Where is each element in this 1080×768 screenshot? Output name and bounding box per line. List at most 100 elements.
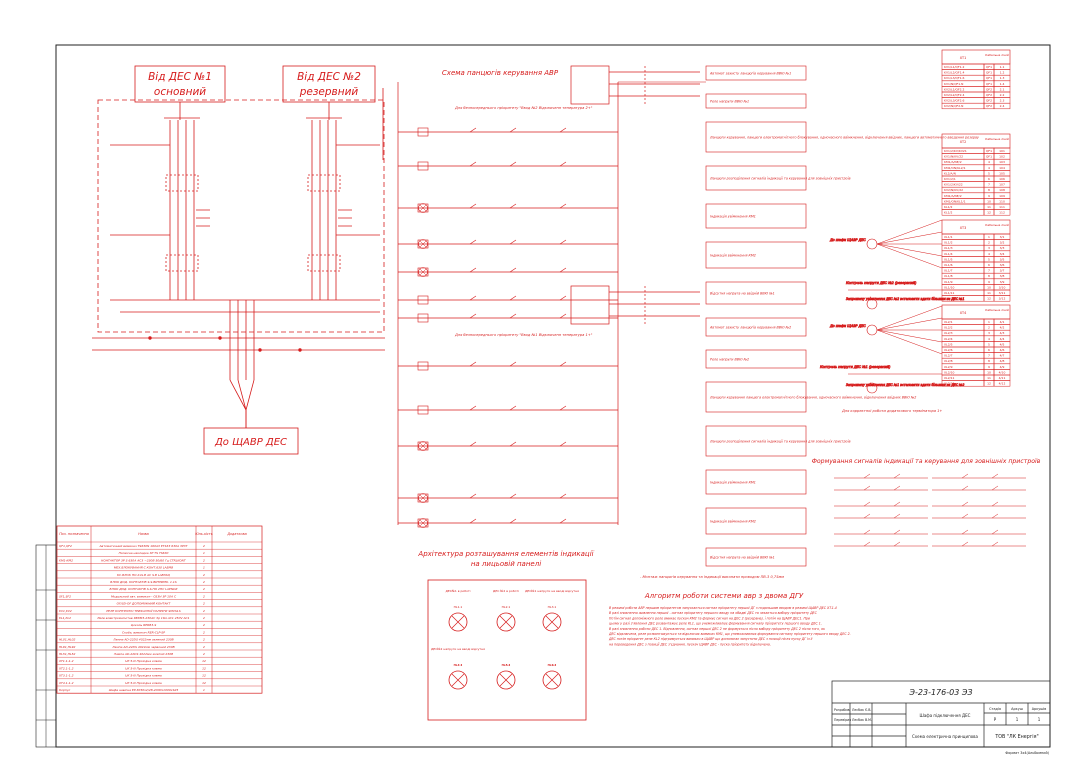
rung-description-text: Реле напруги ВВЮ №2: [710, 357, 749, 361]
terminal-wire: KV1/N/KV/22: [944, 155, 963, 159]
terminal-source: 1: [988, 320, 990, 324]
target-shavr-box: [203, 427, 299, 455]
terminal-number: 105: [999, 171, 1005, 175]
rung-device: [417, 161, 429, 171]
company-name: ТОВ "ЛК Енергія": [994, 734, 1038, 740]
signal-contact: [961, 541, 999, 547]
indicator-lamp-symbol: [418, 493, 428, 503]
external-relay-symbol: [866, 382, 878, 394]
sheets-value: 1: [1038, 717, 1041, 722]
terminal-number: 4/3: [1000, 331, 1005, 335]
indicator-lamp-symbol: [418, 239, 428, 249]
rung-device: [417, 295, 429, 305]
terminal-source: 7: [988, 183, 990, 187]
lamp-tag: HL6.2: [548, 663, 557, 667]
rung-device: [417, 493, 429, 503]
external-wire: [876, 243, 943, 257]
signal-contact: [863, 529, 901, 535]
terminal-wire: XL1/6: [944, 263, 953, 267]
spec-header: Поз. позначення: [59, 532, 89, 536]
rung-contacts: [469, 239, 567, 245]
spec-cell: XT4.1-1.2: [58, 681, 74, 685]
terminal-wire: XL2/6: [944, 348, 953, 352]
rung-contacts: [469, 361, 567, 367]
rung-contacts: [469, 203, 567, 209]
signal-contact: [863, 473, 901, 479]
terminal-source: 11: [987, 291, 991, 295]
terminal-wire: XL2/1: [944, 320, 953, 324]
spec-cell: OF/SD-OF ДОПОМІЖНИЙ КОНТАКТ: [117, 601, 172, 606]
rung-contacts: [469, 493, 567, 499]
terminal-source: QF1: [986, 76, 992, 80]
terminal-source: 6: [988, 263, 990, 267]
terminal-wire: KM1/A/NE/2: [944, 160, 962, 164]
terminal-wire: KL1/2: [944, 205, 953, 209]
terminal-wire: KV1/N/QF1.N: [944, 82, 963, 86]
signal-contact: [961, 473, 999, 479]
terminal-wire: KV2/L2/QF2.4: [944, 93, 964, 97]
lamp-tag: HL9.3: [548, 663, 557, 667]
spec-cell: 2: [203, 609, 205, 613]
external-load1-label: Контроль напруги ДЕС №2 (резервний): [846, 281, 916, 285]
terminal-source: 12: [987, 211, 991, 215]
sheet-format: Формат 3x4(Альбомний): [1005, 751, 1049, 755]
external-shavr1-label: До шафи ЩАВР ДЕС: [829, 238, 866, 242]
external-relay-symbol: [866, 324, 878, 336]
external-wire: [876, 243, 943, 269]
terminal-number: 3/8: [1000, 274, 1005, 278]
terminal-source: 2: [988, 241, 990, 245]
terminal-wire: KV2/L1/QF2.2: [944, 87, 964, 91]
rung-device: [417, 239, 429, 249]
terminal-cell: [993, 102, 1011, 110]
spec-header: Назва: [138, 532, 149, 536]
rung-description-text: Індикація ввімкнення КМ2: [710, 253, 756, 257]
rung-contacts: [469, 127, 567, 133]
title-block: [831, 680, 1051, 748]
spec-cell: HL51,HL52: [59, 652, 76, 656]
control-circuit: [397, 65, 700, 525]
lamp-tag: HL1.1: [454, 605, 463, 609]
spec-cell: UK 5-N Прохідна клема: [125, 674, 162, 678]
terminal-source: 9: [988, 365, 990, 369]
external-wire: [876, 219, 943, 245]
terminal-number: 3/4: [1000, 252, 1005, 256]
spec-cell: XT3.1-1.2: [58, 674, 74, 678]
spec-header: Кіль-кість: [195, 532, 213, 536]
signal-contact: [863, 485, 901, 491]
panel-lamp: [496, 670, 516, 690]
rung-description-text: Індикація ввімкнення КМ2: [710, 519, 756, 523]
spec-cell: РЕЛЕ КОНТРОЛЮ ТРИФАЗНОЇ НАПРУГИ SMVS1S: [106, 608, 180, 613]
terminal-number: 1.1: [1000, 65, 1005, 69]
algorithm-text: В режимі роботи АВР першим пріоритетом з…: [608, 606, 851, 646]
control-rungs: [398, 127, 618, 528]
terminal-source: 4: [988, 160, 990, 164]
terminal-number: 4/10: [999, 370, 1006, 374]
signal-contact: [863, 501, 901, 507]
spec-header: Додаткова: [226, 532, 246, 536]
terminal-source: 5: [988, 257, 990, 261]
external-wire: [876, 231, 943, 245]
terminal-table-sub: Кабельна ліній: [985, 308, 1009, 312]
terminal-source: 11: [987, 376, 991, 380]
external-prio1-label: Запрошену увімкнення ДЕС №2 встановити в…: [846, 297, 964, 301]
spec-outline: [56, 525, 263, 694]
terminal-source: 3: [988, 331, 990, 335]
spec-cell: 12: [202, 674, 206, 678]
terminal-source: QF2: [986, 93, 992, 97]
terminal-source: 5: [988, 342, 990, 346]
terminal-source: 10: [987, 199, 991, 203]
signal-contact: [961, 529, 999, 535]
signal-contact: [863, 541, 901, 547]
rung-device: [417, 518, 429, 528]
terminal-wire: XL1/5: [944, 257, 953, 261]
lamp-caption: ДЕС№1 в роботі: [445, 589, 470, 593]
lamp-tag: HL4.1: [454, 663, 463, 667]
lamp-tag: HL5.2: [502, 663, 511, 667]
terminal-source: 7: [988, 269, 990, 273]
terminal-source: 6: [988, 177, 990, 181]
terminal-source: 3: [988, 246, 990, 250]
spec-cell: UK 5-N Прохідна клема: [125, 659, 162, 663]
terminal-number: 2.4: [1000, 104, 1005, 108]
